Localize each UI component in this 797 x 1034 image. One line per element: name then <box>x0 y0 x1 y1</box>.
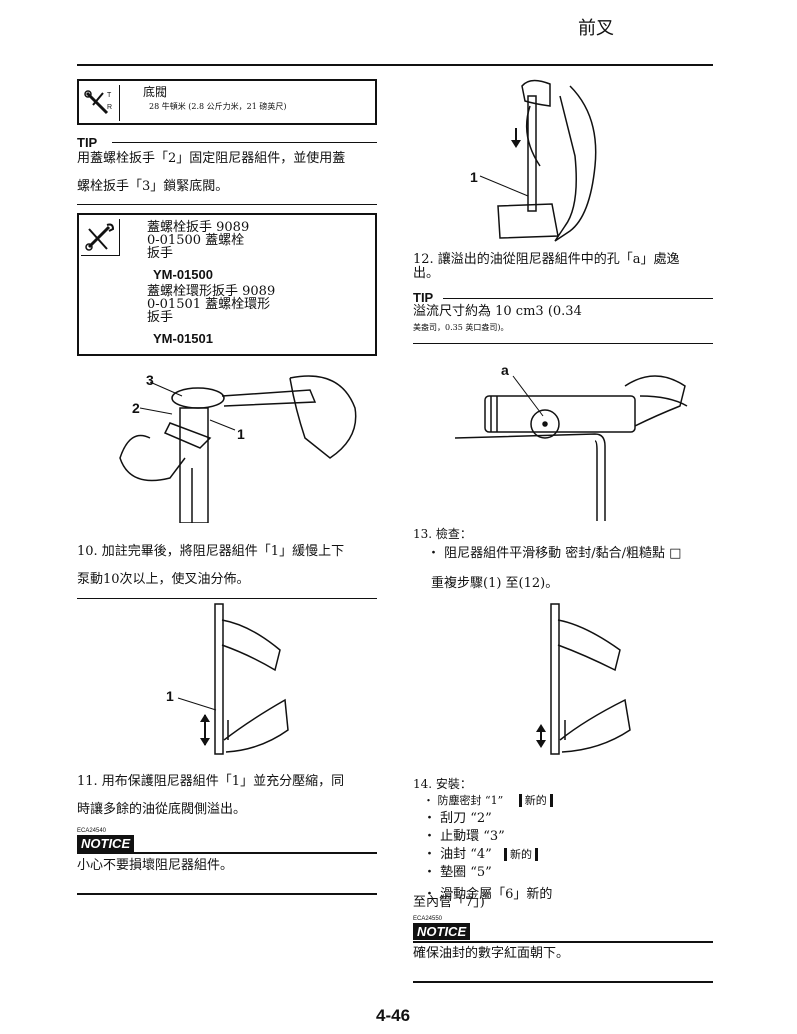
svg-text:R: R <box>107 104 112 111</box>
tip-text-line1: 用蓋螺栓扳手「2」固定阻尼器組件，並使用蓋 <box>77 151 346 166</box>
tip-end-rule <box>77 204 377 205</box>
step14-title: 14. 安裝： <box>413 777 472 791</box>
figure-wrench-illustration: 3 2 1 <box>110 368 370 523</box>
figure-hole-illustration: a <box>455 356 695 521</box>
step14-item-list: ・ 防塵密封 “1” 新的 ・ 刮刀 “2” ・ 止動環 “3” ・ 油封 “4… <box>423 792 713 902</box>
special-tool-icon <box>81 219 120 256</box>
tool-code-2: YM-01501 <box>153 331 213 346</box>
fig4-callout-a: a <box>501 362 509 378</box>
tip-text-line2: 螺栓扳手「3」鎖緊底閥。 <box>77 179 229 194</box>
step14-item: ・ 止動環 “3” <box>423 829 505 844</box>
torque-spec: 28 牛頓米 (2.8 公斤力米，21 磅英尺) <box>149 102 287 111</box>
step14-item: ・ 滑動金屬「6」新的 <box>423 887 553 902</box>
tool-code-1: YM-01500 <box>153 267 213 282</box>
figure-drain-illustration: 1 <box>470 76 620 246</box>
torque-item: 底閥 <box>143 85 168 99</box>
tip2-end-rule <box>413 343 713 344</box>
step12-line2: 出。 <box>413 266 440 281</box>
notice-code: ECA24540 <box>77 828 107 834</box>
figure-pump-illustration: 1 <box>160 600 290 760</box>
tool-line6: 扳手 <box>147 310 174 325</box>
notice-rule <box>77 852 377 854</box>
notice2-end-rule <box>413 981 713 983</box>
tool-line4: 蓋螺栓環形扳手 9089 <box>147 284 276 299</box>
step10-rule <box>77 598 377 599</box>
notice-label: NOTICE <box>77 835 135 852</box>
notice2-label: NOTICE <box>413 923 471 940</box>
step14-item: ・ 墊圈 “5” <box>423 865 492 880</box>
step13-line1: 13. 檢查： <box>413 527 472 541</box>
step11-line1: 11. 用布保護阻尼器組件「1」並充分壓縮，同 <box>77 774 345 789</box>
fig3-callout-1: 1 <box>470 169 478 185</box>
tip2-label: TIP <box>413 290 434 305</box>
fig1-callout-1: 1 <box>237 426 245 442</box>
tool-line1: 蓋螺栓扳手 9089 <box>147 220 250 235</box>
notice-end-rule <box>77 893 377 895</box>
tool-line2: 0-01500 蓋螺栓 <box>147 233 245 248</box>
notice2-rule <box>413 941 713 943</box>
step14-item: ・ 油封 “4” 新的 <box>423 846 713 864</box>
tip-rule <box>112 142 377 143</box>
step13-bullet: ・ 阻尼器組件平滑移動 密封/黏合/粗糙點 □ <box>427 546 682 561</box>
tip2-text-line2: 美盎司，0.35 英口盎司)。 <box>413 323 509 332</box>
step12-line1: 12. 讓溢出的油從阻尼器組件中的孔「a」處逸 <box>413 252 680 267</box>
fig1-callout-3: 3 <box>146 372 154 388</box>
special-tool-box: 蓋螺栓扳手 9089 0-01500 蓋螺栓 扳手 YM-01500 蓋螺栓環形… <box>77 213 377 356</box>
page-number: 4-46 <box>376 1006 411 1025</box>
step14-item: ・ 防塵密封 “1” 新的 <box>423 792 713 810</box>
tool-line3: 扳手 <box>147 246 174 261</box>
step13-line2: 重複步驟(1) 至(12)。 <box>431 576 559 591</box>
notice2-code: ECA24550 <box>413 916 443 922</box>
fig1-callout-2: 2 <box>132 400 140 416</box>
notice2-text: 確保油封的數字紅面朝下。 <box>413 946 570 961</box>
tip-label: TIP <box>77 135 98 150</box>
torque-wrench-icon: T R <box>81 85 120 121</box>
step11-line2: 時讓多餘的油從底閥側溢出。 <box>77 802 247 817</box>
tip2-rule <box>443 298 713 299</box>
step14-item: ・ 刮刀 “2” <box>423 811 492 826</box>
tool-line5: 0-01501 蓋螺栓環形 <box>147 297 271 312</box>
page-header-title: 前叉 <box>578 18 614 39</box>
header-rule <box>77 64 713 66</box>
step10-line2: 泵動10次以上，使叉油分佈。 <box>77 572 250 587</box>
tip2-text-line1: 溢流尺寸約為 10 cm3 (0.34 <box>413 304 582 319</box>
figure-pump2-illustration <box>525 600 655 760</box>
fig2-callout-1: 1 <box>166 688 174 704</box>
notice-text: 小心不要損壞阻尼器組件。 <box>77 858 234 873</box>
svg-text:T: T <box>107 92 112 99</box>
torque-spec-box: T R 底閥 28 牛頓米 (2.8 公斤力米，21 磅英尺) <box>77 79 377 125</box>
step10-line1: 10. 加註完畢後，將阻尼器組件「1」緩慢上下 <box>77 544 345 559</box>
step14-tail: 至內管「7」) <box>413 895 485 910</box>
